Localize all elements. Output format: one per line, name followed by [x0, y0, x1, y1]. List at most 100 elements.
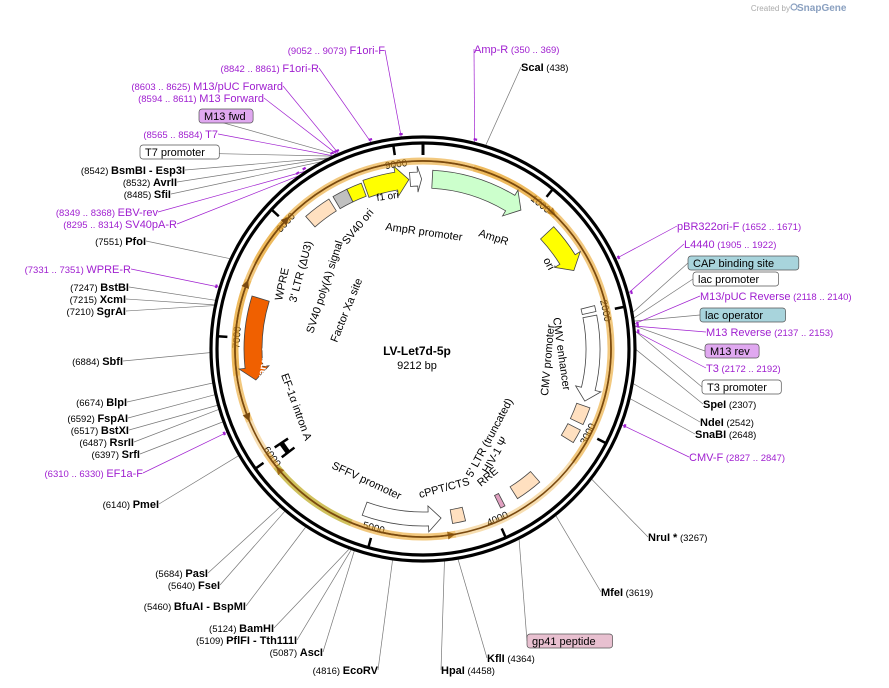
leader-nrui: [591, 478, 649, 538]
box-tag: [198, 108, 254, 124]
label-ori: ori: [540, 256, 556, 272]
feature-cmvenh: [580, 305, 597, 315]
leader-bfuai-bspmi: [245, 526, 307, 607]
site-label-m13-puc-reverse: M13/pUC Reverse (2118 .. 2140): [700, 291, 852, 303]
leader-m13-puc-reverse: [634, 295, 701, 325]
site-label-text: L4440 (1905 .. 1922): [684, 239, 776, 251]
site-label-bsmbi-esp3i: (8542) BsmBI - Esp3I: [81, 165, 185, 177]
site-label-text: (7210) SgrAI: [67, 306, 126, 318]
label-sffv: SFFV promoter: [330, 460, 404, 503]
site-label-ndei: NdeI (2542): [700, 417, 754, 429]
site-label-avrii: (8532) AvrII: [123, 177, 177, 189]
site-label-m13-puc-forward: (8603 .. 8625) M13/pUC Forward: [131, 81, 283, 93]
site-label-text: CMV-F (2827 .. 2847): [689, 452, 785, 464]
site-label-xcmi: (7215) XcmI: [70, 294, 126, 306]
leader-f1ori-r: [318, 67, 372, 143]
box-tag-text: lac operator: [705, 310, 763, 322]
features: [237, 165, 602, 533]
site-label-text: (6140) PmeI: [103, 499, 159, 511]
site-label-text: HpaI (4458): [441, 665, 495, 677]
site-label-bamhi: (5124) BamHI: [209, 623, 274, 635]
leader-mfei: [555, 515, 602, 593]
leader-pmei: [158, 455, 239, 505]
leader-ecorv: [377, 559, 393, 671]
backbone-outer-ring: [209, 135, 637, 563]
leader-ebv-rev: [157, 170, 306, 213]
primer-mark-wpre-r: [214, 284, 218, 289]
site-label-text: (8295 .. 8314) SV40pA-R: [63, 219, 177, 231]
site-label-m13-rev: M13 rev: [704, 343, 760, 359]
leader-sgrai: [125, 305, 215, 312]
leader-m13-puc-forward: [282, 85, 339, 154]
feature-ltr5: [569, 402, 591, 426]
site-label-bfuai-bspmi: (5460) BfuAI - BspMI: [144, 601, 246, 613]
site-label-lac-promoter: lac promoter: [692, 271, 779, 287]
leader-ndei: [633, 383, 701, 423]
feature-ef1a-cap-1: [273, 437, 289, 449]
leader-bstxi: [128, 404, 218, 431]
orf-arcs: [231, 157, 615, 541]
box-tag-text: lac promoter: [698, 274, 759, 286]
box-tag-text: M13 fwd: [204, 111, 246, 123]
box-tag: [139, 144, 220, 160]
site-label-sfii: (8485) SfiI: [124, 189, 171, 201]
label-amppromoter: AmpR promoter: [385, 221, 464, 244]
site-label-text: (5124) BamHI: [209, 623, 274, 635]
box-tag: [701, 379, 782, 395]
site-label-sbfi: (6884) SbfI: [72, 356, 123, 368]
site-label-spei: SpeI (2307): [703, 399, 756, 411]
plasmid-name: LV-Let7d-5p: [383, 344, 451, 358]
box-tag: [526, 633, 613, 649]
tick-6000: [254, 461, 265, 470]
site-label-text: (5109) PflFI - Tth111I: [196, 635, 297, 647]
site-label-bstxi: (6517) BstXI: [71, 425, 129, 437]
leader-bstbi: [128, 286, 216, 301]
feature-f1ori: [362, 165, 410, 198]
site-label-text: (8565 .. 8584) T7: [143, 129, 218, 141]
primer-mark-ef1a-f: [222, 431, 226, 436]
primer-mark-cmv-f: [623, 423, 627, 428]
leader-srfi: [139, 421, 223, 455]
site-label-f1ori-r: (8842 .. 8861) F1ori-R: [221, 63, 320, 75]
site-label-text: (9052 .. 9073) F1ori-F: [288, 45, 386, 57]
primer-mark-f1ori-r: [368, 138, 373, 142]
orf-arc-head-3: [242, 412, 251, 422]
site-label-amp-r: Amp-R (350 .. 369): [474, 44, 559, 56]
primer-mark-amp-r: [473, 137, 478, 141]
leader-hpai: [440, 560, 445, 671]
site-label-text: (8603 .. 8625) M13/pUC Forward: [131, 81, 283, 93]
leader-lac-promoter: [633, 278, 694, 319]
site-label-asci: (5087) AscI: [270, 647, 323, 659]
feature-hiv: [560, 423, 581, 444]
site-label-text: (7331 .. 7351) WPRE-R: [25, 264, 131, 276]
site-label-text: (6674) BlpI: [76, 397, 127, 409]
leader-kfli: [457, 559, 488, 659]
site-label-text: (5684) PasI: [155, 568, 208, 580]
leader-ef1a-f: [142, 431, 228, 474]
site-label-text: (8594 .. 8611) M13 Forward: [138, 93, 264, 105]
site-label-t7: (8565 .. 8584) T7: [143, 129, 218, 141]
orf-arc-head-4: [241, 279, 249, 289]
leader-pbr322ori-f: [615, 225, 678, 259]
feature-sffv: [361, 501, 442, 533]
site-label-l4440: L4440 (1905 .. 1922): [684, 239, 776, 251]
tick-2000: [614, 305, 625, 311]
label-factorxa: Factor Xa site: [329, 277, 366, 344]
site-label-text: (4816) EcoRV: [313, 665, 379, 677]
site-label-mfei: MfeI (3619): [601, 587, 653, 599]
tick-8000: [270, 208, 280, 218]
plasmid-size: 9212 bp: [397, 360, 437, 372]
site-label-pflfi-tth111i: (5109) PflFI - Tth111I: [196, 635, 297, 647]
label-cmv-promoter: CMV promoter: [539, 324, 557, 397]
orf-arc-head-5: [280, 217, 290, 226]
site-label-text: ScaI (438): [521, 62, 568, 74]
tick-3000: [596, 437, 607, 445]
label-f1ori: f1 ori: [376, 190, 400, 204]
site-label-pfoi: (7551) PfoI: [95, 236, 146, 248]
site-label-text: (5087) AscI: [270, 647, 323, 659]
feature-sv40ori: [346, 182, 367, 203]
site-label-text: (5460) BfuAI - BspMI: [144, 601, 246, 613]
site-label-text: (8532) AvrII: [123, 177, 177, 189]
site-label-pbr322ori-f: pBR322ori-F (1652 .. 1671): [677, 221, 801, 233]
